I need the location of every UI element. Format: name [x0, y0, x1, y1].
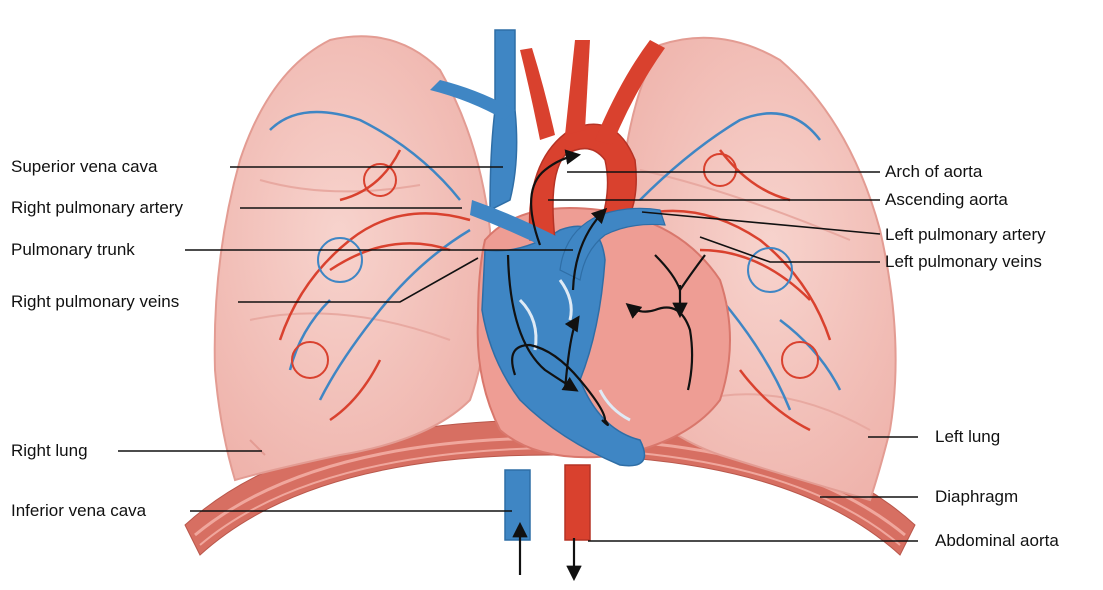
label-right-lung: Right lung: [11, 441, 88, 461]
label-right-pulmonary-artery: Right pulmonary artery: [11, 198, 183, 218]
label-abdominal-aorta: Abdominal aorta: [935, 531, 1059, 551]
label-ascending-aorta: Ascending aorta: [885, 190, 1008, 210]
label-superior-vena-cava: Superior vena cava: [11, 157, 157, 177]
label-pulmonary-trunk: Pulmonary trunk: [11, 240, 135, 260]
label-left-pulmonary-artery: Left pulmonary artery: [885, 225, 1046, 245]
label-arch-of-aorta: Arch of aorta: [885, 162, 982, 182]
label-right-pulmonary-veins: Right pulmonary veins: [11, 292, 179, 312]
label-diaphragm: Diaphragm: [935, 487, 1018, 507]
label-left-lung: Left lung: [935, 427, 1000, 447]
label-left-pulmonary-veins: Left pulmonary veins: [885, 252, 1042, 272]
label-inferior-vena-cava: Inferior vena cava: [11, 501, 146, 521]
